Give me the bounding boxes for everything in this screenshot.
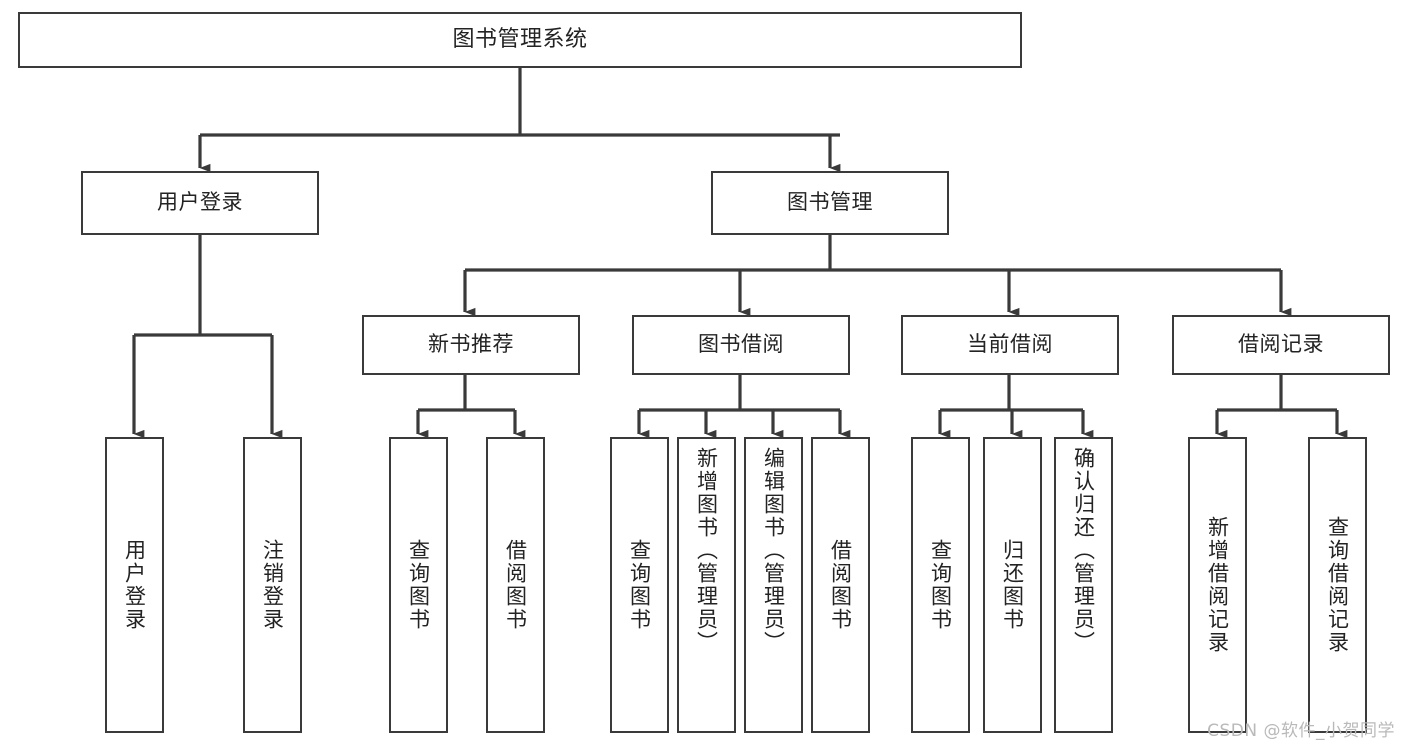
node-leaf-query-book-3[interactable]: 查询图书	[911, 437, 970, 733]
node-leaf-query-book-2-label: 查询图书	[627, 539, 652, 631]
node-root-label: 图书管理系统	[452, 26, 588, 52]
node-book-manage[interactable]: 图书管理	[711, 171, 949, 235]
watermark-text: CSDN @软件_小贺同学	[1207, 721, 1395, 741]
node-book-borrow[interactable]: 图书借阅	[632, 315, 850, 375]
node-leaf-query-record-label: 查询借阅记录	[1325, 516, 1350, 654]
node-leaf-user-login-label: 用户登录	[122, 539, 147, 631]
node-new-book-rec[interactable]: 新书推荐	[362, 315, 580, 375]
node-borrow-record[interactable]: 借阅记录	[1172, 315, 1390, 375]
node-borrow-record-label: 借阅记录	[1238, 332, 1324, 357]
node-leaf-confirm-return-label: 确认归还（管理员）	[1071, 447, 1096, 654]
node-leaf-return-book[interactable]: 归还图书	[983, 437, 1042, 733]
node-leaf-logout[interactable]: 注销登录	[243, 437, 302, 733]
node-leaf-logout-label: 注销登录	[260, 539, 285, 631]
node-leaf-borrow-book-1-label: 借阅图书	[503, 539, 528, 631]
node-leaf-borrow-book-2-label: 借阅图书	[828, 539, 853, 631]
node-leaf-edit-book-label: 编辑图书（管理员）	[761, 447, 786, 654]
node-leaf-borrow-book-2[interactable]: 借阅图书	[811, 437, 870, 733]
node-leaf-query-book-1[interactable]: 查询图书	[389, 437, 448, 733]
node-root[interactable]: 图书管理系统	[18, 12, 1022, 68]
node-leaf-add-record-label: 新增借阅记录	[1205, 516, 1230, 654]
node-leaf-query-book-1-label: 查询图书	[406, 539, 431, 631]
node-user-login[interactable]: 用户登录	[81, 171, 319, 235]
node-leaf-return-book-label: 归还图书	[1000, 539, 1025, 631]
node-user-login-label: 用户登录	[157, 190, 243, 215]
node-book-borrow-label: 图书借阅	[698, 332, 784, 357]
node-leaf-user-login[interactable]: 用户登录	[105, 437, 164, 733]
node-current-borrow-label: 当前借阅	[967, 332, 1053, 357]
node-current-borrow[interactable]: 当前借阅	[901, 315, 1119, 375]
node-leaf-borrow-book-1[interactable]: 借阅图书	[486, 437, 545, 733]
node-leaf-edit-book[interactable]: 编辑图书（管理员）	[744, 437, 803, 733]
node-leaf-confirm-return[interactable]: 确认归还（管理员）	[1054, 437, 1113, 733]
node-leaf-add-book-label: 新增图书（管理员）	[694, 447, 719, 654]
node-leaf-add-record[interactable]: 新增借阅记录	[1188, 437, 1247, 733]
node-leaf-query-record[interactable]: 查询借阅记录	[1308, 437, 1367, 733]
node-book-manage-label: 图书管理	[787, 190, 873, 215]
node-leaf-add-book[interactable]: 新增图书（管理员）	[677, 437, 736, 733]
node-leaf-query-book-2[interactable]: 查询图书	[610, 437, 669, 733]
node-leaf-query-book-3-label: 查询图书	[928, 539, 953, 631]
node-new-book-rec-label: 新书推荐	[428, 332, 514, 357]
